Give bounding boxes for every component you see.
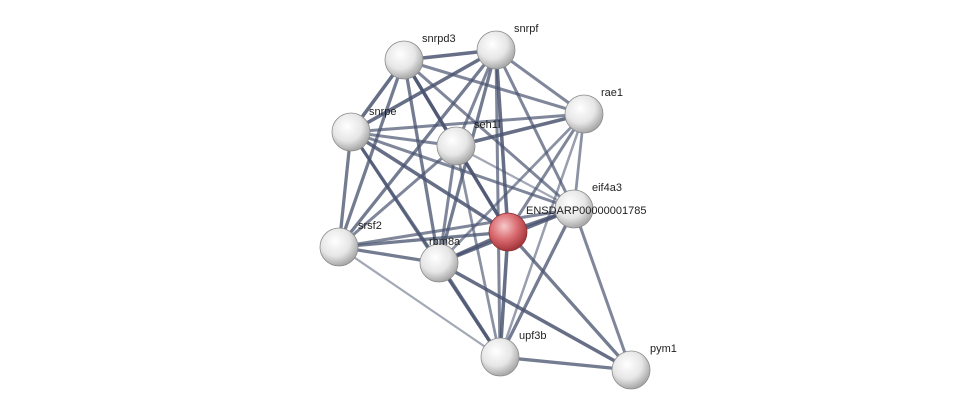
node-label-snrpd3: snrpd3 (422, 33, 456, 45)
edge-seh1l-rae1 (454, 112, 586, 148)
edge-snrpe-rae1 (349, 112, 586, 134)
node-upf3b[interactable] (480, 337, 520, 377)
edges-layer (337, 48, 633, 372)
node-eif4a3[interactable] (554, 189, 594, 229)
edge-ensdar-pym1 (506, 230, 633, 372)
node-label-upf3b: upf3b (519, 330, 547, 342)
edge-rae1-upf3b (498, 112, 586, 359)
node-rae1[interactable] (564, 94, 604, 134)
edge-eif4a3-pym1 (572, 207, 633, 372)
node-label-seh1l: seh1l (474, 119, 500, 131)
edge-upf3b-pym1 (498, 355, 633, 372)
node-snrpd3[interactable] (384, 40, 424, 80)
edge-seh1l-upf3b (454, 144, 502, 359)
nodes-layer (319, 30, 651, 390)
edge-snrpe-ensdar (349, 130, 510, 234)
edge-seh1l-srsf2 (337, 144, 458, 249)
edge-snrpf-srsf2 (337, 48, 498, 249)
node-pym1[interactable] (611, 350, 651, 390)
node-snrpe[interactable] (331, 112, 371, 152)
edge-rbm8a-pym1 (437, 261, 633, 372)
edge-snrpd3-rae1 (402, 58, 586, 116)
edge-seh1l-rbm8a (437, 144, 458, 265)
edge-snrpd3-srsf2 (337, 58, 406, 249)
node-label-rae1: rae1 (601, 87, 623, 99)
edge-snrpd3-rbm8a (402, 58, 441, 265)
edge-snrpf-ensdar (494, 48, 510, 234)
node-label-srsf2: srsf2 (358, 220, 382, 232)
edge-ensdar-upf3b (498, 230, 510, 359)
node-label-snrpf: snrpf (514, 23, 539, 35)
edge-rae1-rbm8a (437, 112, 586, 265)
edge-rae1-ensdar (506, 112, 586, 234)
node-rbm8a[interactable] (419, 243, 459, 283)
edge-srsf2-upf3b (337, 245, 502, 359)
edge-snrpf-snrpe (349, 48, 498, 134)
node-srsf2[interactable] (319, 227, 359, 267)
edge-ensdar-srsf2 (337, 230, 510, 249)
node-label-pym1: pym1 (650, 343, 677, 355)
edge-srsf2-eif4a3 (337, 207, 576, 249)
edge-eif4a3-upf3b (498, 207, 576, 359)
node-label-eif4a3: eif4a3 (592, 182, 622, 194)
node-label-ensdar: ENSDARP00000001785 (526, 205, 646, 217)
node-snrpf[interactable] (476, 30, 516, 70)
node-label-rbm8a: rbm8a (429, 236, 461, 248)
node-seh1l[interactable] (436, 126, 476, 166)
node-label-snrpe: snrpe (369, 106, 397, 118)
labels-layer: snrpd3 snrpf rae1 snrpe seh1l eif4a3ENSDARP00… (358, 23, 677, 355)
node-ensdar[interactable] (488, 212, 528, 252)
